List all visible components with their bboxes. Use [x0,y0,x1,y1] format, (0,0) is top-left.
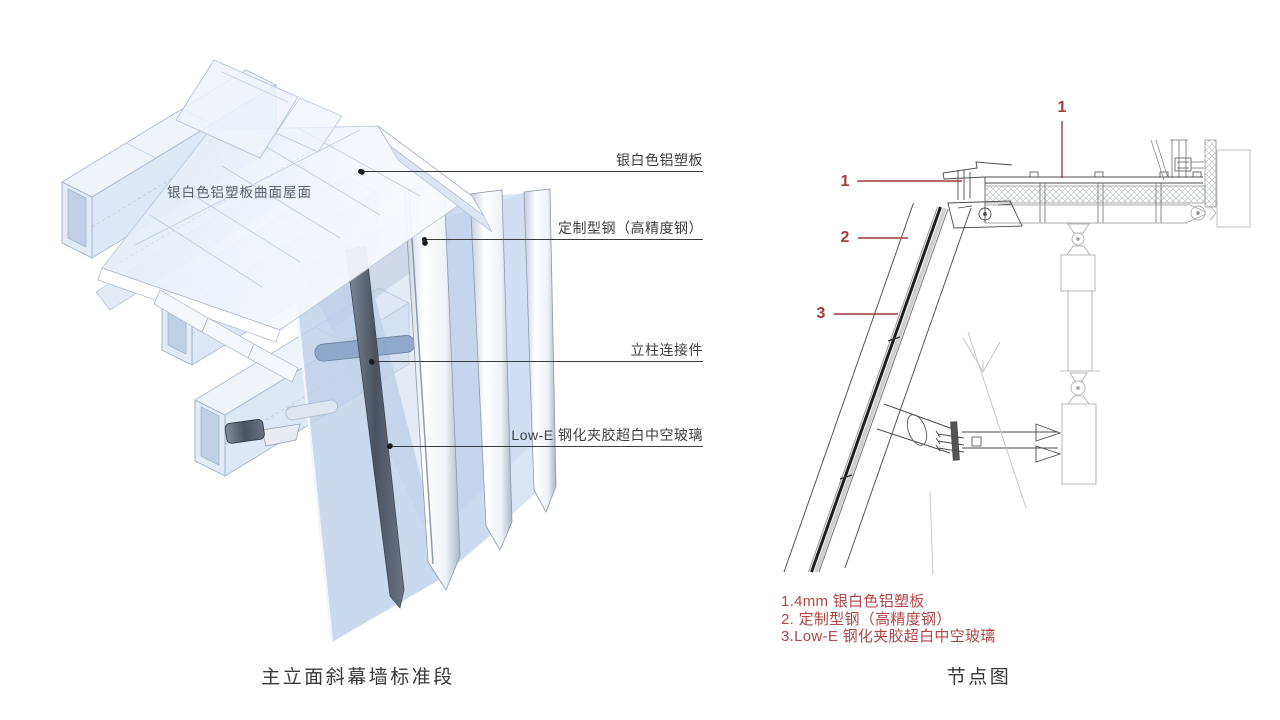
callout-column-connector: 立柱连接件 [369,339,703,364]
eave-gusset-plate [947,200,1023,229]
roof-parapet-fin [175,59,343,159]
skylight-frame [1150,139,1204,181]
roof-edge-steps [153,289,299,383]
node-drawing [783,121,1251,576]
callout-lowe-glass: Low-E 钢化夹胶超白中空玻璃 [387,424,703,449]
bottom-chord-beam [985,203,1217,224]
panel-outer-line [783,202,914,573]
wall-hatch-strip [1204,139,1217,208]
glazing-lines [783,202,972,573]
legend-line-1: 1.4mm 银白色铝塑板 [781,593,925,610]
roof-surface-label: 银白色铝塑板曲面屋面 [167,185,312,200]
support-strut [876,403,1062,463]
mullions [345,183,557,609]
deck-clips [1029,171,1202,178]
connector-bracket [224,419,301,447]
glass-inner-line [844,207,972,569]
wall-box [1216,149,1251,228]
mullion-white-3 [523,188,557,513]
glass-pane-front-edge [294,299,334,643]
left-figure-caption: 主立面斜幕墙标准段 [261,667,455,688]
roof-seam-lines [119,127,421,288]
marker-1-left: 1 [840,173,850,190]
glass-pane-front [296,270,446,642]
legend-line-2: 2. 定制型钢（高精度钢） [781,610,952,628]
marker-2: 2 [840,229,850,246]
insulation-hatch [984,185,1206,204]
marker-3: 3 [816,305,826,322]
glass-joint-ticks [839,336,901,480]
mullion-white-1-edge [408,191,434,565]
steel-line-dark [810,206,942,573]
mullion-column [1060,223,1100,485]
glass-line-edge [818,208,949,573]
glass-band-light [814,207,947,573]
red-leader-lines [834,121,1063,315]
mullion-white-2 [469,189,513,551]
callout-custom-steel: 定制型钢（高精度钢） [422,217,703,242]
marker-1-top: 1 [1057,99,1067,116]
frame-line-gray [808,206,938,573]
back-wall [1204,139,1251,228]
tie-rod-braces [929,331,1027,576]
iso-view [61,59,557,643]
eave-detail [942,161,1023,229]
right-figure-caption: 节点图 [946,667,1012,688]
roof-fascia-band-2 [389,145,493,233]
callout-aluminum-panel: 银白色铝塑板 [358,149,703,174]
legend: 1.4mm 银白色铝塑板 2. 定制型钢（高精度钢） 3.Low-E 钢化夹胶超… [781,593,996,646]
connector-tube-lower [285,399,338,421]
legend-line-3: 3.Low-E 钢化夹胶超白中空玻璃 [781,628,996,645]
roof-near-edge [97,267,281,343]
